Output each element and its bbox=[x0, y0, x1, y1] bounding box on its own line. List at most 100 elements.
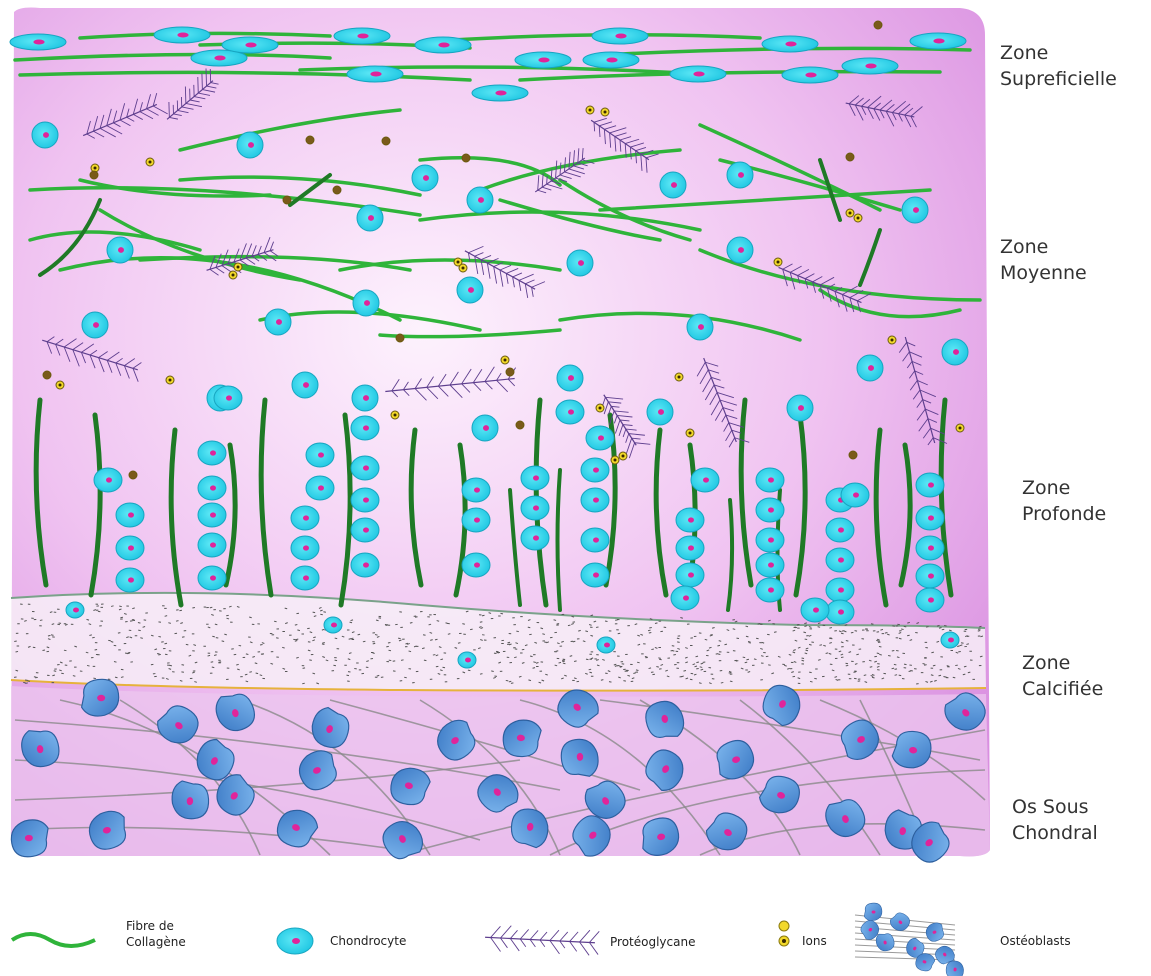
ion-core bbox=[232, 274, 235, 277]
chondrocyte bbox=[306, 443, 334, 467]
chondrocyte bbox=[521, 496, 549, 520]
ion bbox=[874, 21, 882, 29]
calcified-dot bbox=[168, 623, 171, 624]
calcified-dot bbox=[966, 644, 969, 645]
chondrocyte bbox=[826, 578, 854, 602]
chondrocyte bbox=[691, 468, 719, 492]
chondrocyte bbox=[756, 578, 784, 602]
calcified-dot bbox=[16, 670, 19, 671]
calcified-dot bbox=[349, 639, 352, 640]
ion bbox=[382, 137, 390, 145]
calcified-dot bbox=[818, 623, 821, 624]
calcified-dot bbox=[649, 668, 652, 669]
calcified-dot bbox=[826, 653, 829, 654]
calcified-dot bbox=[864, 675, 867, 676]
calcified-dot bbox=[313, 637, 316, 638]
calcified-dot bbox=[556, 651, 559, 652]
calcified-dot bbox=[649, 632, 652, 633]
calcified-dot bbox=[222, 641, 225, 642]
calcified-dot bbox=[746, 626, 749, 627]
calcified-dot bbox=[846, 640, 849, 641]
calcified-dot bbox=[924, 665, 927, 666]
calcified-dot bbox=[89, 635, 92, 636]
calcified-dot bbox=[802, 660, 805, 661]
chondrocyte bbox=[82, 312, 108, 338]
calcified-dot bbox=[745, 662, 748, 663]
ion-core bbox=[857, 217, 860, 220]
chondrocyte bbox=[462, 508, 490, 532]
calcified-dot bbox=[276, 638, 279, 639]
chondrocyte bbox=[902, 197, 928, 223]
chondrocyte bbox=[412, 165, 438, 191]
calcified-dot bbox=[363, 641, 366, 642]
calcified-dot bbox=[73, 676, 76, 677]
chondrocyte bbox=[916, 536, 944, 560]
calcified-dot bbox=[923, 664, 926, 665]
calcified-dot bbox=[260, 644, 263, 645]
calcified-dot bbox=[120, 617, 123, 618]
calcified-dot bbox=[696, 662, 699, 663]
chondrocyte bbox=[351, 518, 379, 542]
calcified-dot bbox=[939, 628, 942, 629]
calcified-dot bbox=[559, 662, 562, 663]
calcified-dot bbox=[853, 672, 856, 673]
calcified-dot bbox=[128, 652, 131, 653]
chondrocyte bbox=[116, 568, 144, 592]
chondrocyte bbox=[237, 132, 263, 158]
calcified-dot bbox=[297, 630, 300, 631]
chondrocyte bbox=[942, 339, 968, 365]
calcified-dot bbox=[375, 634, 378, 635]
calcified-dot bbox=[719, 641, 722, 642]
calcified-dot bbox=[282, 647, 285, 648]
calcified-dot bbox=[939, 675, 942, 676]
calcified-dot bbox=[435, 639, 438, 640]
calcified-dot bbox=[949, 630, 952, 631]
calcified-dot bbox=[509, 681, 512, 682]
chondrocyte bbox=[756, 528, 784, 552]
calcified-dot bbox=[705, 639, 708, 640]
calcified-dot bbox=[158, 636, 161, 637]
ion bbox=[129, 471, 137, 479]
calcified-dot bbox=[373, 643, 376, 644]
chondrocyte bbox=[515, 52, 571, 68]
calcified-dot bbox=[656, 667, 659, 668]
ion-core bbox=[237, 266, 240, 269]
calcified-dot bbox=[633, 673, 636, 674]
calcified-dot bbox=[210, 607, 213, 608]
calcified-dot bbox=[462, 624, 465, 625]
calcified-dot bbox=[591, 615, 594, 616]
calcified-dot bbox=[401, 660, 404, 661]
chondrocyte bbox=[676, 508, 704, 532]
chondrocyte bbox=[581, 528, 609, 552]
calcified-dot bbox=[335, 638, 338, 639]
ion-core bbox=[504, 359, 507, 362]
calcified-dot bbox=[533, 668, 536, 669]
chondrocyte bbox=[291, 566, 319, 590]
proteoglycan bbox=[485, 926, 599, 956]
calcified-dot bbox=[895, 675, 898, 676]
legend-chondrocyte-label: Chondrocyte bbox=[330, 933, 406, 949]
calcified-dot bbox=[754, 659, 757, 660]
legend-chondrocyte-icon bbox=[277, 928, 313, 954]
calcified-dot bbox=[48, 635, 51, 636]
calcified-dot bbox=[482, 615, 485, 616]
calcified-dot bbox=[256, 673, 259, 674]
calcified-dot bbox=[748, 641, 751, 642]
calcified-dot bbox=[138, 622, 141, 623]
zone-label-superficielle: Zone Supreficielle bbox=[1000, 40, 1117, 92]
chondrocyte bbox=[291, 506, 319, 530]
chondrocyte bbox=[467, 187, 493, 213]
calcified-dot bbox=[212, 636, 215, 637]
ion bbox=[846, 153, 854, 161]
calcified-dot bbox=[743, 657, 746, 658]
chondrocyte bbox=[842, 58, 898, 74]
calcified-dot bbox=[480, 674, 483, 675]
calcified-dot bbox=[119, 606, 122, 607]
chondrocyte bbox=[352, 385, 378, 411]
calcified-dot bbox=[897, 657, 900, 658]
legend-fibre-label: Fibre de Collagène bbox=[126, 918, 186, 950]
chondrocyte bbox=[457, 277, 483, 303]
calcified-dot bbox=[721, 682, 724, 683]
calcified-dot bbox=[892, 668, 895, 669]
calcified-dot bbox=[718, 654, 721, 655]
